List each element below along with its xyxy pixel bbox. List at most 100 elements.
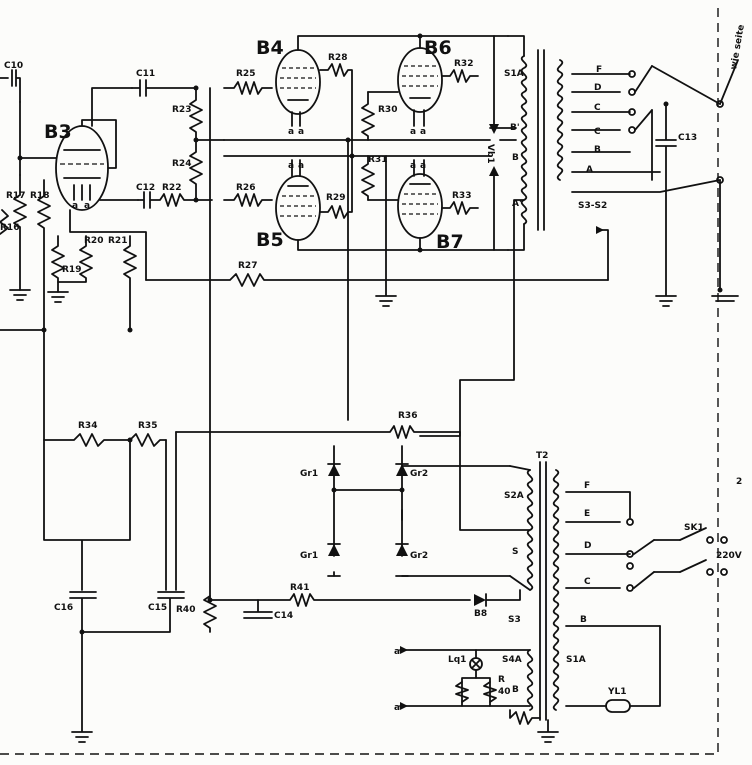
r22-label: R22 [162, 183, 181, 193]
r30-label: R30 [378, 105, 397, 115]
r40-label-a: R [498, 675, 505, 685]
r31-label: R31 [368, 155, 387, 165]
b3-tube-plates [63, 149, 101, 179]
c13-capacitor [655, 103, 677, 307]
t2-ct-lead [459, 431, 531, 531]
r26-label: R26 [236, 183, 255, 193]
r23-label: R23 [172, 105, 191, 115]
r25-label: R25 [236, 69, 255, 79]
b3-tube-pins [73, 184, 91, 201]
heater-arrow-1 [400, 646, 408, 654]
r32-label: R32 [454, 59, 473, 69]
b5-pin-a2: a [298, 161, 304, 171]
t2-d-label: D [584, 541, 591, 551]
wire-b3-plate [91, 87, 133, 127]
t2-core [539, 461, 547, 721]
t2-b-label: B [512, 685, 519, 695]
t2-e-label: E [584, 509, 590, 519]
vb1-label: Vb1 [485, 144, 495, 164]
ot-switch-wipers [634, 65, 653, 131]
ot-f-label: F [596, 65, 602, 75]
b4-pin-a1: a [288, 127, 294, 137]
ot-tap-lines [571, 73, 661, 173]
b3-label: B3 [44, 121, 72, 143]
c16-capacitor [69, 591, 97, 743]
b6-label: B6 [424, 37, 452, 59]
wire-ot-hv [419, 199, 525, 437]
r38-label: R41 [290, 583, 309, 593]
wire-b4-plate [297, 35, 509, 51]
r20-label: R20 [84, 236, 103, 246]
output-terminal-1 [716, 100, 724, 108]
t2-switch-wipers [633, 539, 655, 589]
r41-resistor [509, 709, 541, 725]
r40-label-b: 40 [498, 687, 511, 697]
lamp-label: Lq1 [448, 655, 466, 665]
t2-c-label: C [584, 577, 591, 587]
ot-a-out-label: A [586, 165, 593, 175]
r25-resistor [223, 81, 273, 95]
b5-pin-a1: a [288, 161, 294, 171]
b8-label: B8 [474, 609, 487, 619]
r17-resistor [13, 174, 27, 291]
wire-ot-bottom [507, 223, 525, 251]
r38-resistor [209, 593, 471, 607]
c12-r22 [137, 191, 213, 209]
b4-label: B4 [256, 37, 284, 59]
mains-terminal-2 [720, 568, 728, 576]
gr1-label-b: Gr1 [300, 551, 318, 561]
r39-resistor [455, 681, 469, 703]
r33-resistor [441, 201, 479, 215]
t2-switch-4 [626, 584, 634, 592]
r29-resistor [319, 155, 353, 219]
t2-switch-3 [626, 562, 634, 570]
r17-label: R17 [6, 191, 25, 201]
b7-tube-pins [413, 159, 425, 177]
ot-core [537, 49, 545, 231]
r20-resistor [57, 235, 93, 283]
ot-s3s2-label: S3-S2 [578, 201, 607, 211]
r40-resistor [483, 681, 497, 703]
wire-b3-cathode [69, 209, 147, 281]
b8-diode [474, 594, 486, 606]
c15-label: C15 [148, 603, 167, 613]
ot-s1a-label: S1A [504, 69, 524, 79]
ground-r17 [9, 289, 31, 301]
t2-hv-leads [509, 465, 531, 591]
lamp-bus [461, 677, 491, 707]
r27-resistor [145, 273, 609, 287]
b5-tube-grids [280, 195, 316, 217]
t2-s4a-label: S4A [502, 655, 522, 665]
r21-resistor [123, 235, 137, 331]
r18-resistor [37, 179, 51, 331]
t2-switch-1 [626, 518, 634, 526]
b4-pin-a2: a [298, 127, 304, 137]
c14-label: C14 [274, 611, 293, 621]
ground-b6-b7 [375, 155, 397, 307]
t2-s2a-label: S2A [504, 491, 524, 501]
b7-pin-a2: a [420, 161, 426, 171]
sk1-label: SK1 [684, 523, 704, 533]
b4-tube-grids [280, 67, 316, 89]
c14-capacitor [243, 599, 273, 619]
sk1-contact-1 [706, 536, 714, 544]
ot-secondary-coil [556, 59, 564, 181]
wire-c15 [165, 431, 177, 591]
mains-terminal-1 [720, 536, 728, 544]
b6-tube-pins [413, 109, 425, 127]
t2-s3-label: S3 [508, 615, 521, 625]
r19-label: R19 [62, 265, 81, 275]
t2-s-label: S [512, 547, 518, 557]
c12-label: C12 [136, 183, 155, 193]
fuse-yl1 [605, 699, 631, 713]
ground-r19 [47, 291, 69, 303]
edge-num: 2 [736, 477, 742, 487]
b7-pin-a1: a [410, 161, 416, 171]
b4-tube-envelope [275, 49, 321, 115]
junction-dots [17, 33, 723, 635]
r29-label: R29 [326, 193, 345, 203]
ground-right [711, 179, 739, 302]
b7-label: B7 [436, 231, 464, 253]
ot-a-label: A' [512, 199, 522, 209]
